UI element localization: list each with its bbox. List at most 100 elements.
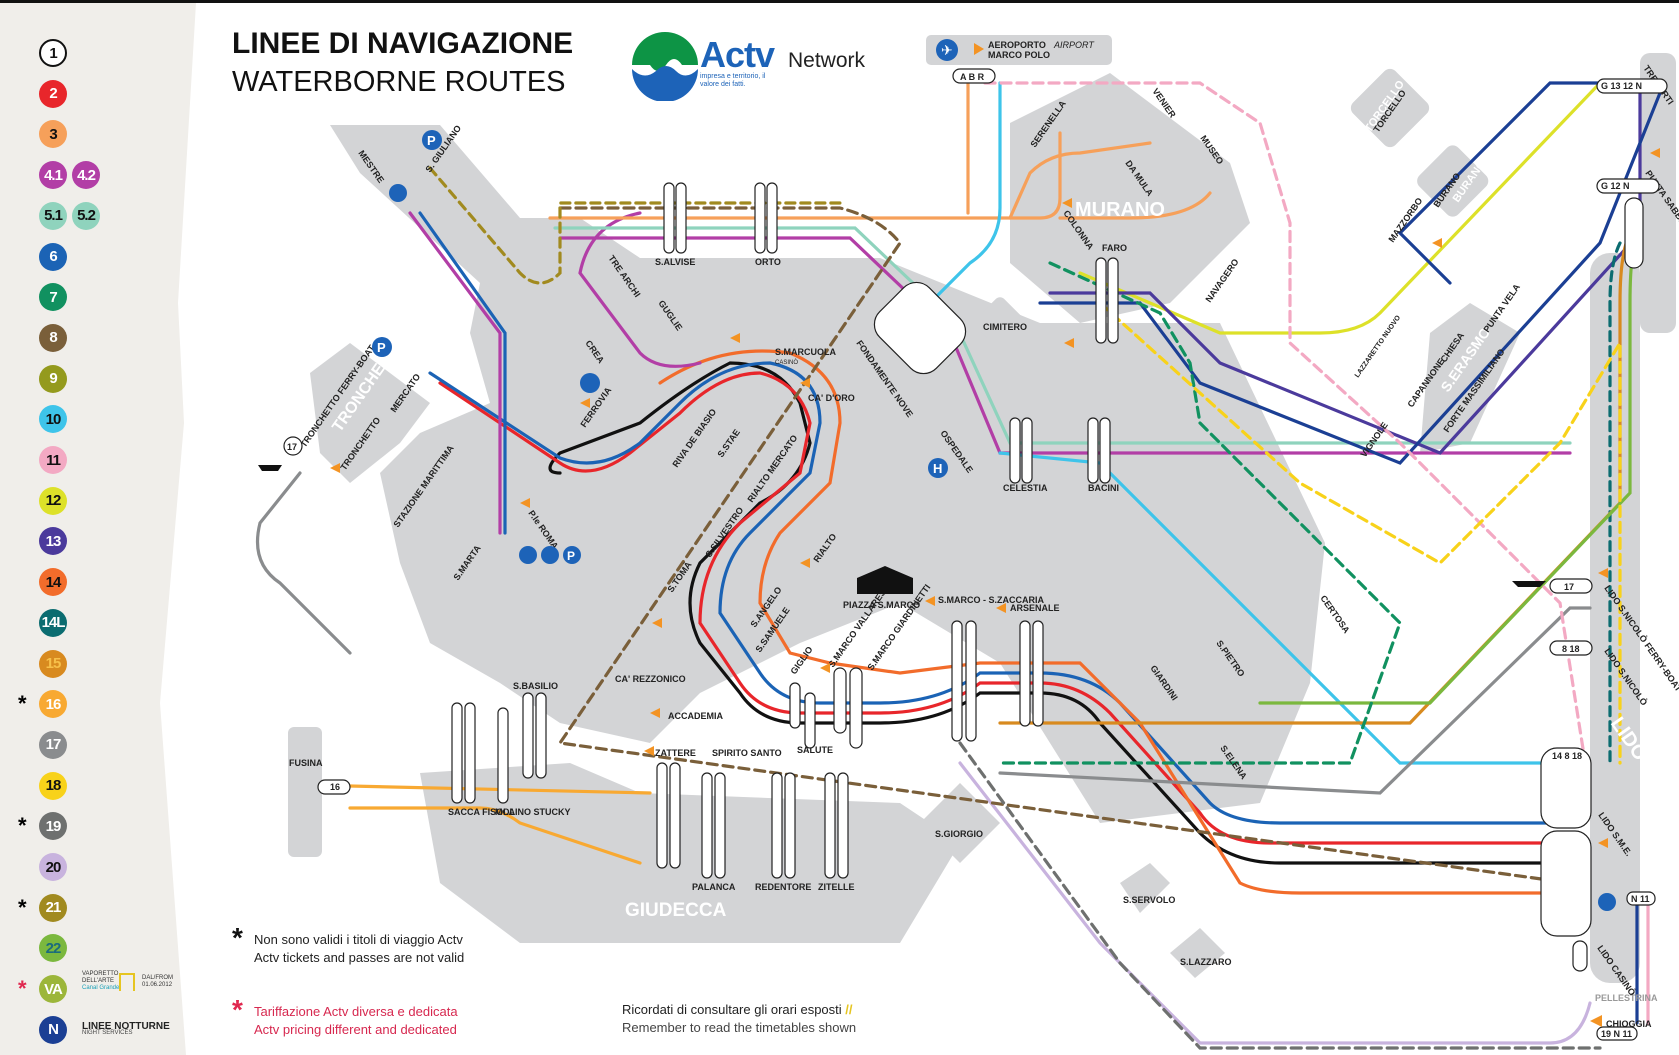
line-badge: 20 xyxy=(39,853,67,881)
station-s-marcuola: S.MARCUOLA xyxy=(775,347,836,357)
stop-s-basilio-b xyxy=(535,692,547,779)
land-tronchetto xyxy=(310,343,430,483)
line-badge: 21 xyxy=(39,893,67,922)
page-title: LINEE DI NAVIGAZIONE xyxy=(232,27,574,60)
route-line-18 xyxy=(1098,301,1622,765)
stop-code-lido-bus: N 11 xyxy=(1631,894,1650,904)
route-line-10 xyxy=(918,81,1572,765)
area-label-murano: MURANO xyxy=(1075,199,1165,221)
station-ca-rezzonico: CA' REZZONICO xyxy=(615,674,686,684)
stop-airport xyxy=(952,68,996,84)
line-badge: 4.2 xyxy=(72,161,100,190)
line-badge: 6 xyxy=(39,242,67,271)
stop-orto-b xyxy=(766,182,778,254)
station-accademia: ACCADEMIA xyxy=(668,711,723,721)
legend-row-line-11: 11 xyxy=(0,446,200,480)
stop-lido-bus xyxy=(1626,891,1656,906)
line-badge: 22 xyxy=(39,934,67,963)
line-badge: 12 xyxy=(39,486,67,515)
stop-code-treporti: G 13 12 N xyxy=(1601,81,1642,91)
station-cimitero: CIMITERO xyxy=(983,322,1027,332)
stop-marker-airport xyxy=(974,43,984,55)
stop-fusina xyxy=(317,779,351,795)
stop-code-lido-top: 14 8 18 xyxy=(1552,751,1582,761)
route-map: MURANO GIUDECCA LIDO TRONCHETTO TORCELLO… xyxy=(255,35,1679,1050)
route-line-mestre xyxy=(408,211,502,535)
logo-wordmark: Actv xyxy=(700,34,775,75)
route-line-6 xyxy=(428,361,1572,825)
bus-icon xyxy=(1598,893,1616,911)
note-not-valid-en: Actv tickets and passes are not valid xyxy=(254,950,465,965)
asterisk-icon: * xyxy=(232,994,243,1025)
route-line-17 xyxy=(255,471,1592,795)
station-giglio: GIGLIO xyxy=(788,645,814,677)
stop-zattere-b xyxy=(669,762,681,869)
stop-tronchetto-ferry xyxy=(283,436,303,456)
station-redentore: REDENTORE xyxy=(755,882,811,892)
va-note-line1: VAPORETTO xyxy=(82,971,119,977)
stop-lido-snicolo xyxy=(1549,640,1593,656)
stop-s-alvise-a xyxy=(663,182,675,254)
station-orto: ORTO xyxy=(755,257,781,267)
stop-bacini-b xyxy=(1099,417,1111,484)
station-bacini: BACINI xyxy=(1088,483,1119,493)
stop-fondamente-nove xyxy=(873,281,967,375)
stop-code-chioggia: 19 N 11 xyxy=(1601,1029,1632,1039)
note-timetable-slashes: // xyxy=(845,1002,853,1017)
line-badge: N xyxy=(39,1015,67,1044)
station-piazza-s-marco: PIAZZA S.MARCO xyxy=(843,600,920,610)
night-sub: NIGHT SERVICES xyxy=(82,1030,133,1036)
station-s-servolo: S.SERVOLO xyxy=(1123,895,1175,905)
train-icon xyxy=(580,373,600,393)
line-badge: 1 xyxy=(39,39,67,67)
stop-celestia-b xyxy=(1021,417,1033,484)
stop-code-punta-sabbioni: G 12 N xyxy=(1601,181,1630,191)
route-line-20 xyxy=(958,761,1592,1045)
va-note-line3: Canal Grande xyxy=(82,985,120,991)
line-badge: 11 xyxy=(39,446,67,474)
legend-row-line-15: 15 xyxy=(0,649,200,684)
station-chioggia: CHIOGGIA xyxy=(1606,1019,1652,1029)
stop-code-lido-ferry: 17 xyxy=(1564,582,1574,592)
route-line-2 xyxy=(438,371,1572,845)
route-line-22 xyxy=(1258,231,1642,705)
stop-s-alvise-b xyxy=(675,182,687,254)
asterisk-icon: * xyxy=(18,813,27,839)
line-badge: 14L xyxy=(39,608,67,637)
station-molino-stucky: MOLINO STUCKY xyxy=(495,807,571,817)
legend-row-line-18: 18 xyxy=(0,771,200,806)
basilica-icon xyxy=(857,566,913,594)
stop-molino xyxy=(497,707,509,804)
stop-punta-sabbioni-2 xyxy=(1624,197,1644,269)
station-s-alvise: S.ALVISE xyxy=(655,257,695,267)
station-navagero: NAVAGERO xyxy=(1203,257,1240,304)
stop-celestia-a xyxy=(1009,417,1021,484)
land-s-lazzaro xyxy=(1170,928,1225,978)
line-badge: 15 xyxy=(39,649,67,678)
station-certosa: CERTOSA xyxy=(1318,593,1352,635)
asterisk-icon: * xyxy=(18,976,27,1002)
airport-label-it: AEROPORTO xyxy=(988,40,1046,50)
va-date-value: 01.06.2012 xyxy=(142,982,173,988)
stop-code-airport: A B R xyxy=(960,72,985,82)
legend-row-line-1: 1 xyxy=(0,39,200,73)
line-badge: 17 xyxy=(39,730,67,759)
stop-arsenale-a xyxy=(1019,620,1031,727)
stop-code-tronchetto-ferry: 17 xyxy=(287,442,297,452)
route-line-mestre-2 xyxy=(418,211,507,535)
legend-row-line-6: 6 xyxy=(0,242,200,277)
station-spirito-santo: SPIRITO SANTO xyxy=(712,748,782,758)
va-icon xyxy=(119,973,135,991)
note-timetable: Ricordati di consultare gli orari espost… xyxy=(622,1001,856,1037)
stop-salute xyxy=(804,692,816,749)
route-line-16 xyxy=(348,806,642,865)
note-timetable-en: Remember to read the timetables shown xyxy=(622,1020,857,1035)
line-badge: 18 xyxy=(39,771,67,800)
poi-icons: P P H P xyxy=(258,130,1616,911)
line-badge: 13 xyxy=(39,527,67,556)
area-label-giudecca: GIUDECCA xyxy=(625,900,727,921)
note-not-valid-it: Non sono validi i titoli di viaggio Actv xyxy=(254,932,463,947)
legend-row-line-14: 14 xyxy=(0,568,200,602)
